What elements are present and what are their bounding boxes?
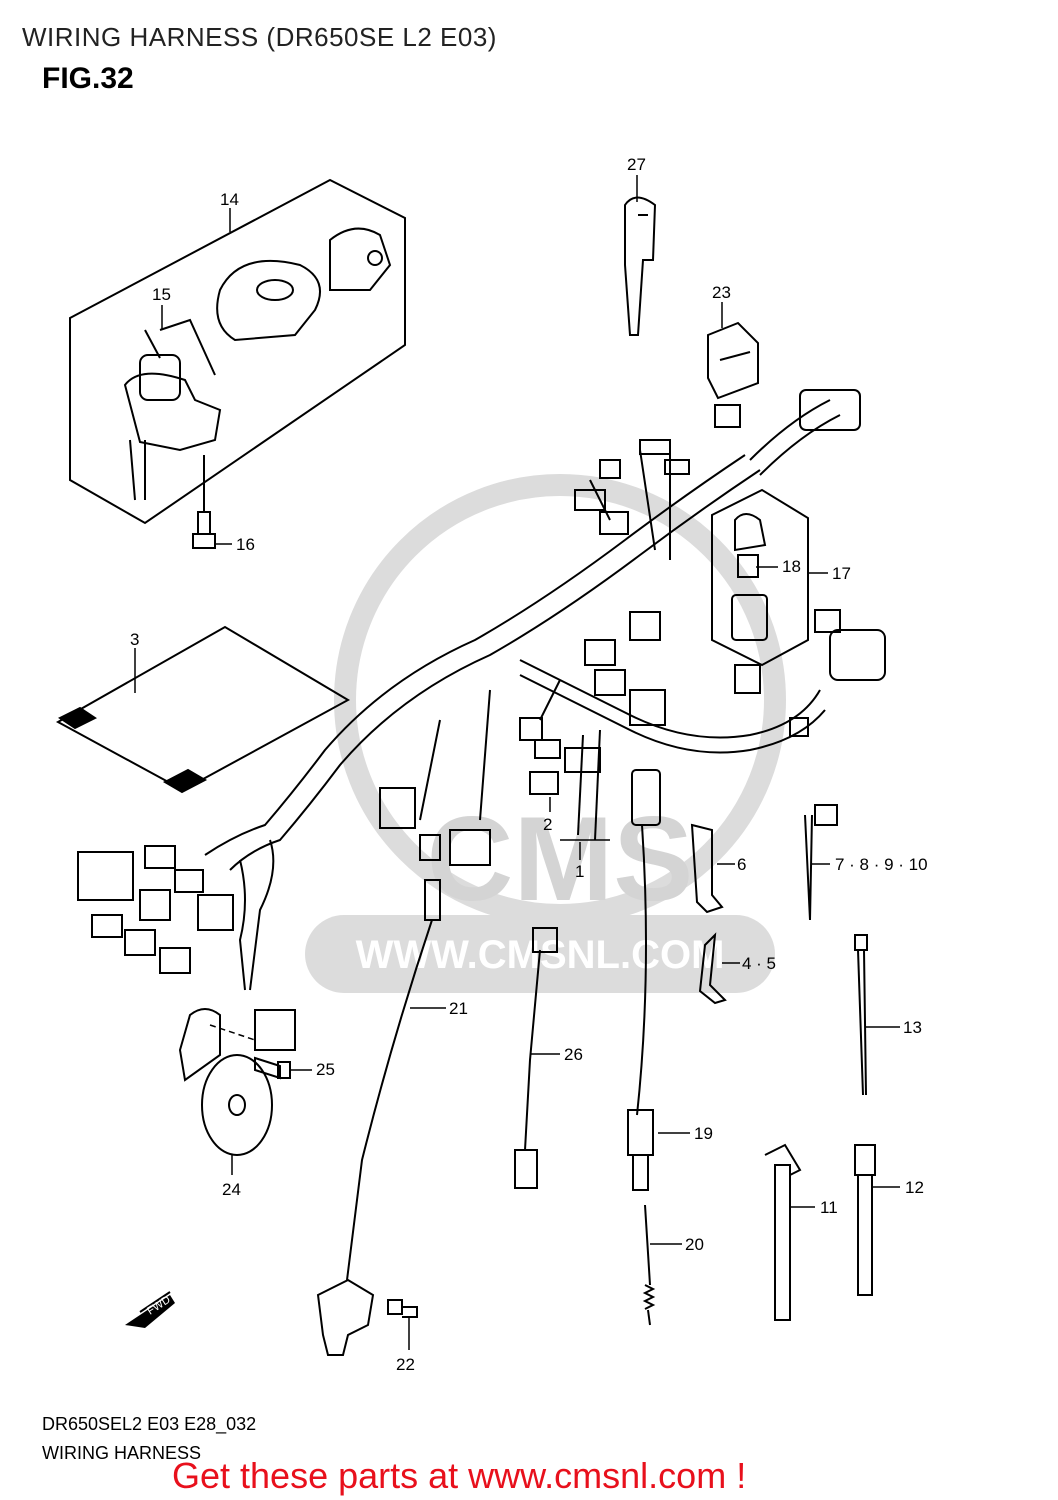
callout-27: 27	[627, 155, 646, 174]
part-19-switch[interactable]	[627, 769, 661, 1191]
part-11-band[interactable]	[764, 1143, 802, 1321]
part-20-spring-rod[interactable]	[642, 1204, 656, 1326]
parts-link[interactable]: Get these parts at www.cmsnl.com !	[172, 1455, 747, 1496]
part-27-key[interactable]	[624, 196, 657, 336]
part-26-sensor[interactable]	[514, 927, 558, 1189]
callout-16: 16	[236, 535, 255, 554]
callout-3: 3	[130, 630, 139, 649]
part-2-sub-harness[interactable]	[577, 729, 601, 841]
part-6-clamp[interactable]	[690, 823, 724, 914]
callout-20: 20	[685, 1235, 704, 1254]
part-12-band[interactable]	[854, 1144, 876, 1296]
callout-18: 18	[782, 557, 801, 576]
figure-name: WIRING HARNESS	[42, 1443, 202, 1463]
callout-6: 6	[737, 855, 746, 874]
watermark-brand: CMS	[427, 792, 694, 926]
callout-15: 15	[152, 285, 171, 304]
figure-code: DR650SEL2 E03 E28_032	[42, 1414, 257, 1434]
harness-connectors	[77, 389, 886, 1051]
part-17-fuse-box[interactable]	[711, 488, 809, 667]
callout-22: 22	[396, 1355, 415, 1374]
figure-label: FIG.32	[42, 62, 134, 95]
callout-26: 26	[564, 1045, 583, 1064]
part-14-ignition-set[interactable]	[69, 178, 406, 525]
part-1-main-harness[interactable]	[204, 399, 841, 991]
callout-17: 17	[832, 564, 851, 583]
part-21-sensor-lead[interactable]	[316, 879, 441, 1356]
callout-7-10: 7 · 8 · 9 · 10	[835, 855, 928, 874]
callout-4-5: 4 · 5	[742, 954, 776, 973]
part-24-horn[interactable]	[178, 1008, 273, 1156]
callout-25: 25	[316, 1060, 335, 1079]
page-title: WIRING HARNESS (DR650SE L2 E03)	[22, 22, 497, 52]
callout-2: 2	[543, 815, 552, 834]
callout-13: 13	[903, 1018, 922, 1037]
callout-12: 12	[905, 1178, 924, 1197]
callout-11: 11	[820, 1198, 838, 1217]
part-4-5-bracket[interactable]	[698, 932, 727, 1005]
part-22-screw[interactable]	[387, 1299, 418, 1318]
part-13-tie[interactable]	[854, 934, 868, 1096]
forward-direction-icon: FWD	[125, 1291, 175, 1328]
part-23-relay[interactable]	[707, 321, 759, 400]
part-7-10-tie[interactable]	[804, 804, 838, 921]
leader-lines	[134, 175, 900, 1350]
callout-1: 1	[575, 862, 584, 881]
callout-14: 14	[220, 190, 239, 209]
callout-24: 24	[222, 1180, 241, 1199]
callout-21: 21	[449, 999, 468, 1018]
part-18-fuse	[737, 554, 759, 578]
callout-labels: 14 15 16 3 27 23 18 17 2 1 6 7 · 8 · 9 ·…	[130, 155, 928, 1374]
part-3-sheet[interactable]	[55, 625, 351, 794]
callout-19: 19	[694, 1124, 713, 1143]
callout-23: 23	[712, 283, 731, 302]
part-16-bolt[interactable]	[192, 455, 216, 549]
